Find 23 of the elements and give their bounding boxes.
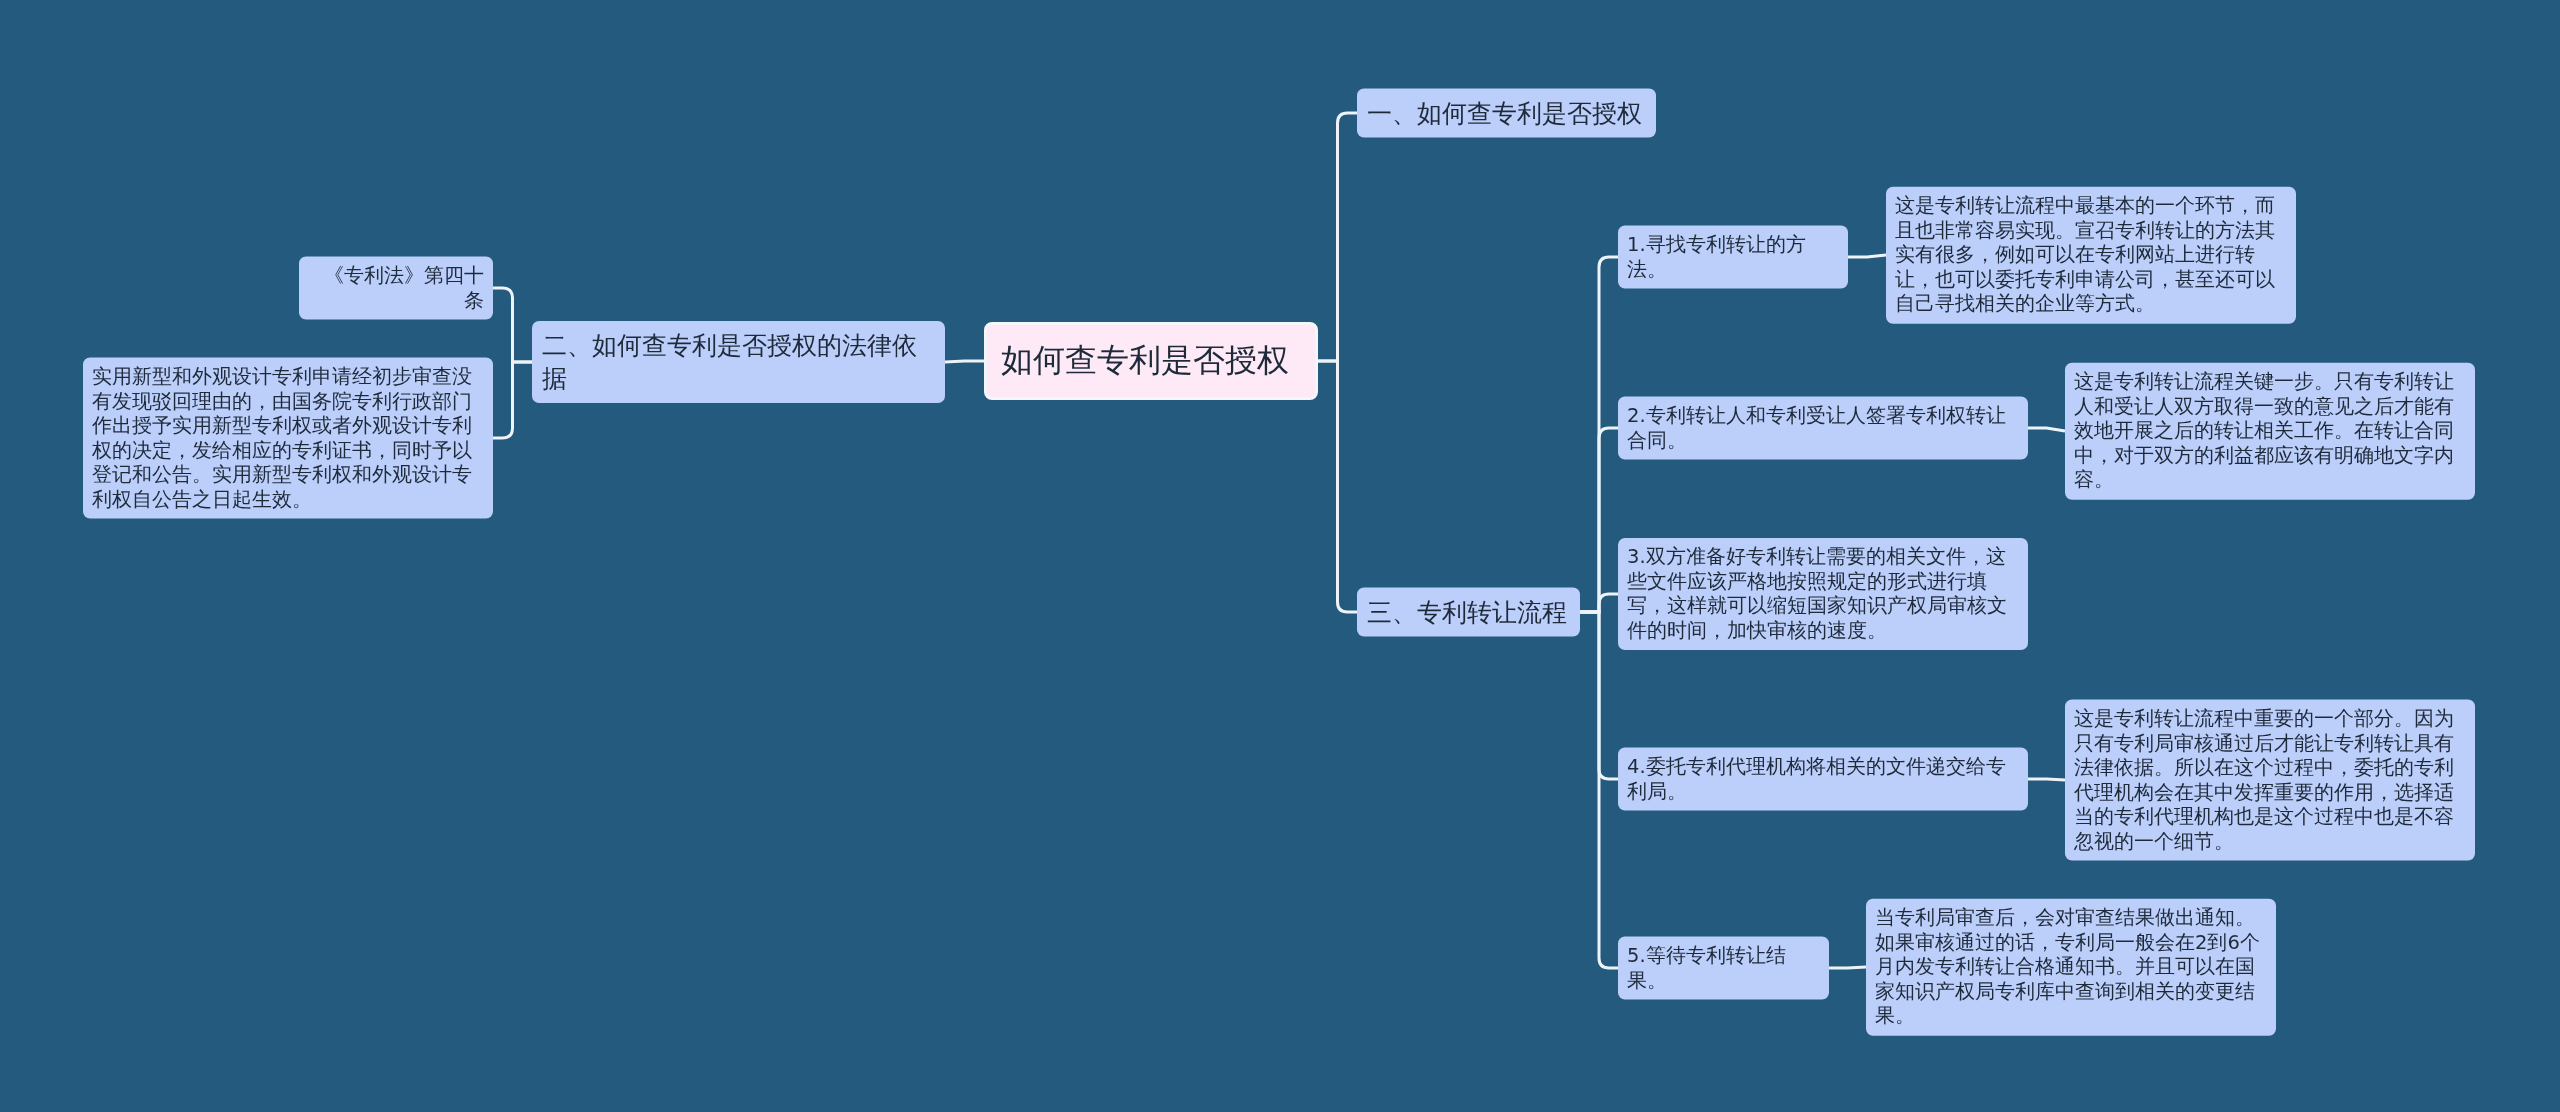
subtopic-box: 2.专利转让人和专利受让人签署专利权转让合同。 (1618, 396, 2028, 460)
connector-line (493, 360, 532, 440)
subtopic-box: 5.等待专利转让结果。 (1618, 936, 1829, 1000)
subtopic-box: 这是专利转让流程中最基本的一个环节，而且也非常容易实现。宣召专利转让的方法其实有很多，例如可以在专利网站上进行转让，也可以委托专利申请公司，甚至还可以自己寻找相关的企业等方式。 (1886, 186, 2296, 324)
connector-line (2028, 777, 2066, 782)
subtopic-box: 3.双方准备好专利转让需要的相关文件，这些文件应该严格地按照规定的形式进行填写，这样就可以缩短国家知识产权局审核文件的时间，加快审核的速度。 (1618, 538, 2028, 650)
subtopic-box: 实用新型和外观设计专利申请经初步审查没有发现驳回理由的，由国务院专利行政部门作出授予实用新型专利权或者外观设计专利权的决定，发给相应的专利证书，同时予以登记和公告。实用新型专利权和外观设计专利权自公告之日起生效。 (83, 357, 493, 519)
subtopic-box: 当专利局审查后，会对审查结果做出通知。如果审核通过的话，专利局一般会在2到6个月内发专利转让合格通知书。并且可以在国家知识产权局专利库中查询到相关的变更结果。 (1866, 898, 2276, 1036)
topic-box: 三、专利转让流程 (1357, 587, 1580, 637)
connector-line (1829, 965, 1867, 970)
central-topic-box: 如何查专利是否授权 (984, 322, 1318, 400)
subtopic-box: 这是专利转让流程中重要的一个部分。因为只有专利局审核通过后才能让专利转让具有法律依据。所以在这个过程中，委托的专利代理机构会在其中发挥重要的作用，选择适当的专利代理机构也是这个过程中也是不容忽视的一个细节。 (2065, 699, 2475, 861)
subtopic-box: 《专利法》第四十条 (299, 256, 493, 320)
subtopic-box: 1.寻找专利转让的方法。 (1618, 225, 1848, 289)
connector-line (1318, 359, 1357, 614)
subtopic-box: 这是专利转让流程关键一步。只有专利转让人和受让人双方取得一致的意见之后才能有效地开展之后的转让相关工作。在转让合同中，对于双方的利益都应该有明确地文字内容。 (2065, 362, 2475, 500)
connector-line (1580, 610, 1618, 970)
topic-box: 二、如何查专利是否授权的法律依据 (532, 321, 945, 403)
connector-line (944, 359, 984, 364)
connector-line (2028, 426, 2066, 433)
topic-box: 一、如何查专利是否授权 (1357, 88, 1656, 138)
connector-line (1848, 253, 1887, 259)
subtopic-box: 4.委托专利代理机构将相关的文件递交给专利局。 (1618, 747, 2028, 811)
